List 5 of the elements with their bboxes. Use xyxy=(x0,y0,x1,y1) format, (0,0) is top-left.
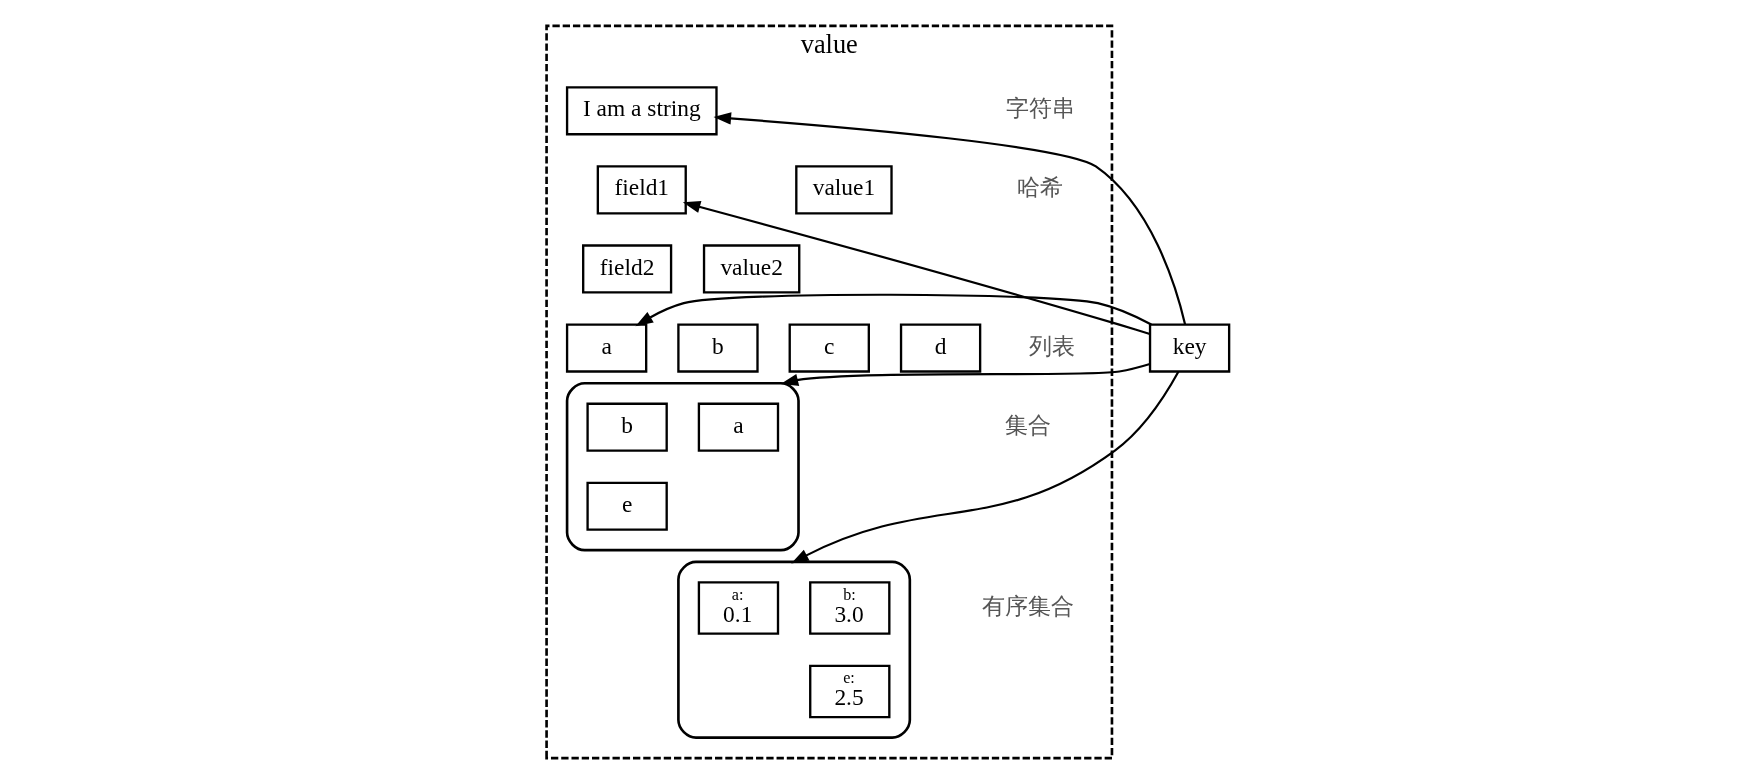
label: 有序集合 xyxy=(982,591,1075,620)
label: 集合 xyxy=(1005,410,1052,439)
label: 字符串 xyxy=(1005,94,1075,123)
label: 哈希 xyxy=(1017,173,1064,202)
label: 列表 xyxy=(1028,331,1075,360)
